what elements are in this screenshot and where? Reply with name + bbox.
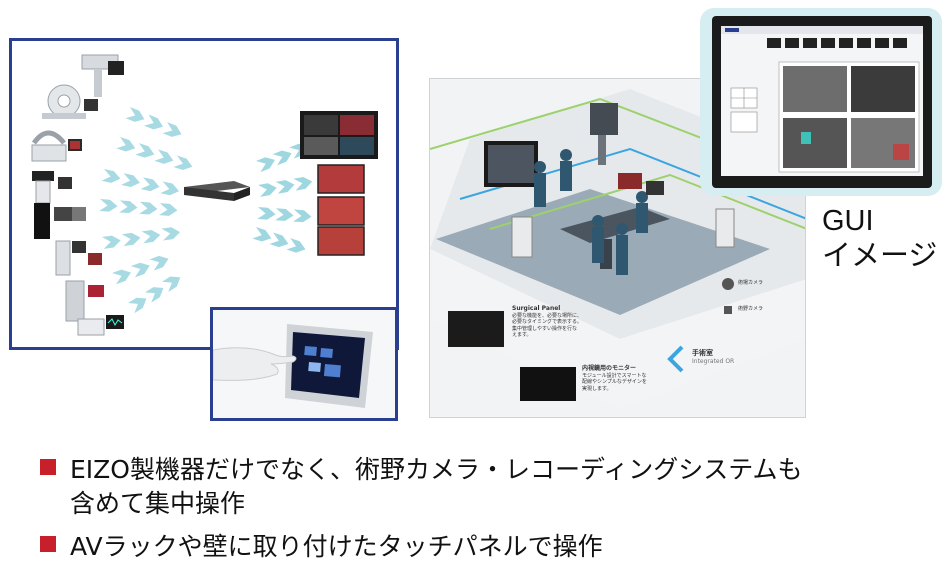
controller-box-icon [184,181,250,201]
monitor-caption-text-1: モジュール設計でスマートな [582,372,647,379]
monitor-cart-icon [65,280,104,322]
surgical-panel-text-3: 集中管理しやすい操作を行な [512,325,577,332]
ultrasound-icon [32,171,72,204]
room-label-jp: 手術室 [692,349,713,357]
endoscope-display-icon [317,164,365,256]
input-arrows [99,107,193,314]
bullet-square-2 [40,536,56,552]
camera2-label: 術野カメラ [738,306,764,312]
monitor-caption-title: 内視鏡用のモニター [582,365,637,372]
monitor-caption: 内視鏡用のモニター モジュール設計でスマートな 配線やシンプルなデザインを 実現… [582,365,678,392]
surgical-panel-text-2: 必要なタイミングで表示する。 [512,319,583,326]
bullet-1-line-1: EIZO製機器だけでなく、術野カメラ・レコーディングシステムも [70,455,803,484]
endoscope-cart-icon [55,240,102,276]
x-ray-system-icon [81,54,124,97]
gui-image-label: GUI イメージ [822,204,937,275]
multi-view-display-icon [300,111,378,159]
tower-unit-icon [34,203,86,239]
bullet-square-1 [40,459,56,475]
surgical-panel-caption: Surgical Panel 必要な機能を、必要な場所に、 必要なタイミングで表… [512,305,600,339]
monitor-caption-text-2: 配線やシンプルなデザインを [582,379,647,386]
patient-monitor-icon [77,315,124,336]
bullet-2-line-1: AVラックや壁に取り付けたタッチパネルで操作 [70,532,603,561]
gloved-hand-icon [213,347,297,381]
monitor-caption-text-3: 実現します。 [582,385,612,392]
system-diagram [31,54,378,336]
surgical-panel-text-4: えます。 [512,332,532,339]
gui-label-line1: GUI [822,205,874,237]
camera1-label: 術場カメラ [738,280,764,286]
output-arrows [252,143,313,253]
gui-label-line2: イメージ [822,240,938,273]
touch-panel-illustration [213,310,395,418]
room-label-en: Integrated OR [692,358,735,366]
surgical-panel-text-1: 必要な機能を、必要な場所に、 [512,312,582,319]
bullet-1-line-2: 含めて集中操作 [70,489,246,518]
gui-screen [721,26,923,176]
surgical-panel-title: Surgical Panel [512,305,561,312]
room-label: 手術室 Integrated OR [692,349,734,366]
touch-panel-icon [285,324,373,408]
ct-scanner-icon [42,84,98,119]
c-arm-icon [31,130,82,162]
